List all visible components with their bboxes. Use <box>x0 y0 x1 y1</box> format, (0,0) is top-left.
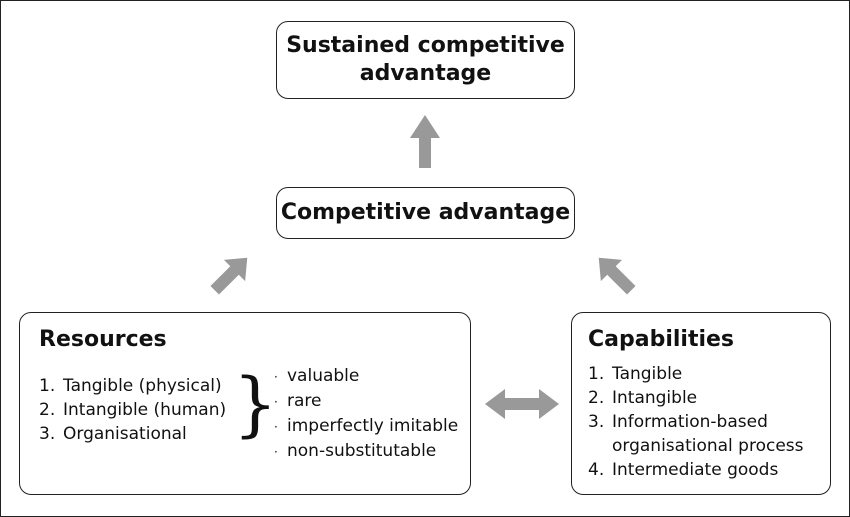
attribute-item: · non-substitutable <box>274 439 458 464</box>
capabilities-title: Capabilities <box>588 327 735 352</box>
item-text: Tangible (physical) <box>63 376 222 396</box>
bullet-dot: · <box>274 420 278 434</box>
sustained-competitive-advantage-box: Sustained competitive advantage <box>276 21 575 99</box>
competitive-advantage-title: Competitive advantage <box>280 200 571 225</box>
bullet-dot: · <box>274 395 278 409</box>
item-text: organisational process <box>612 436 804 456</box>
bullet-dot: · <box>274 445 278 459</box>
attribute-text: rare <box>287 391 322 411</box>
diagonal-up-left-arrow-icon <box>598 257 636 295</box>
double-headed-arrow-icon <box>485 389 559 419</box>
item-number: 2. <box>588 388 605 408</box>
item-text: Information-based <box>612 412 768 432</box>
item-number: 1. <box>39 376 56 396</box>
resources-list: 1. Tangible (physical) 2. Intangible (huma… <box>39 374 226 446</box>
item-number: 2. <box>39 400 56 420</box>
resources-item: 2. Intangible (human) <box>39 398 226 422</box>
resources-item: 3. Organisational <box>39 422 226 446</box>
curly-brace: } <box>233 363 278 445</box>
item-number: 3. <box>588 412 605 432</box>
item-number: 4. <box>588 460 605 480</box>
capabilities-item: 4. Intermediate goods <box>588 458 804 482</box>
resources-title: Resources <box>39 327 167 352</box>
attribute-text: valuable <box>287 366 360 386</box>
item-text: Intangible (human) <box>63 400 227 420</box>
competitive-advantage-box: Competitive advantage <box>276 187 575 239</box>
item-text: Tangible <box>612 364 683 384</box>
attribute-item: · imperfectly imitable <box>274 414 458 439</box>
attribute-text: non-substitutable <box>287 441 437 461</box>
item-number: 3. <box>39 424 56 444</box>
sustained-competitive-advantage-line2: advantage <box>359 61 492 86</box>
item-number: 1. <box>588 364 605 384</box>
resources-box: Resources 1. Tangible (physical) 2. Intang… <box>19 312 471 495</box>
capabilities-item: 3. Information-based <box>588 410 804 434</box>
resource-attributes-list: · valuable · rare · imperfectly imitable · n… <box>274 364 458 464</box>
capabilities-list: 1. Tangible 2. Intangible 3. Information-ba… <box>588 362 804 482</box>
capabilities-item: 2. Intangible <box>588 386 804 410</box>
diagonal-up-right-arrow-icon <box>210 257 248 295</box>
capabilities-item: 1. Tangible <box>588 362 804 386</box>
sustained-competitive-advantage-line1: Sustained competitive <box>286 33 565 58</box>
capabilities-box: Capabilities 1. Tangible 2. Intangible 3. I… <box>571 312 831 495</box>
item-text: Intangible <box>612 388 698 408</box>
up-arrow-icon <box>410 115 440 168</box>
attribute-item: · valuable <box>274 364 458 389</box>
attribute-item: · rare <box>274 389 458 414</box>
resources-item: 1. Tangible (physical) <box>39 374 226 398</box>
bullet-dot: · <box>274 370 278 384</box>
item-text: Intermediate goods <box>612 460 779 480</box>
attribute-text: imperfectly imitable <box>287 416 459 436</box>
capabilities-item-continuation: organisational process <box>588 434 804 458</box>
item-text: Organisational <box>63 424 187 444</box>
